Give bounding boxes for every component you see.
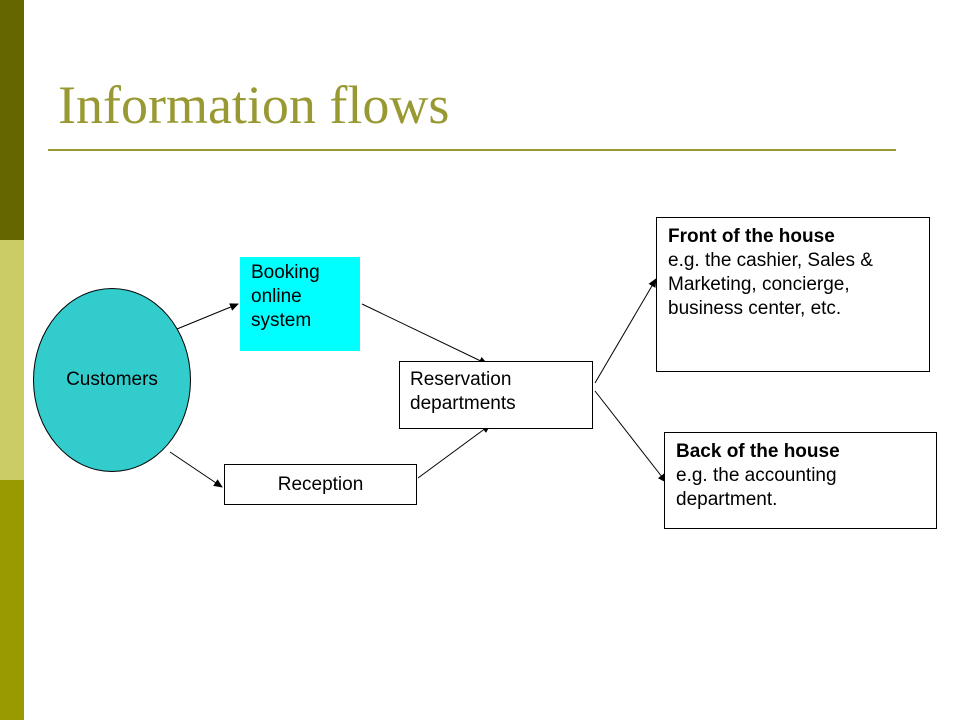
edge-booking-to-reservation bbox=[361, 303, 488, 365]
front-of-house-node: Front of the house e.g. the cashier, Sal… bbox=[656, 217, 930, 372]
edge-reception-to-reservation bbox=[417, 424, 491, 479]
customers-node: Customers bbox=[33, 288, 191, 472]
back-of-house-heading: Back of the house bbox=[676, 441, 840, 462]
sidebar-segment-bottom bbox=[0, 480, 24, 720]
back-of-house-description: e.g. the accounting department. bbox=[676, 465, 837, 510]
edge-reservation-to-back bbox=[594, 390, 667, 483]
booking-system-node: Booking online system bbox=[240, 257, 360, 351]
back-of-house-node: Back of the house e.g. the accounting de… bbox=[664, 432, 937, 529]
slide-title: Information flows bbox=[58, 75, 450, 135]
front-of-house-description: e.g. the cashier, Sales & Marketing, con… bbox=[668, 250, 873, 319]
customers-label: Customers bbox=[66, 369, 158, 390]
edge-reservation-to-front bbox=[594, 278, 657, 384]
reservation-departments-node: Reservation departments bbox=[399, 361, 593, 429]
reception-node: Reception bbox=[224, 464, 417, 505]
title-underline bbox=[48, 149, 896, 151]
front-of-house-heading: Front of the house bbox=[668, 226, 835, 247]
edge-customers-to-reception bbox=[169, 451, 223, 488]
slide-sidebar bbox=[0, 0, 24, 720]
sidebar-segment-top bbox=[0, 0, 24, 240]
edge-customers-to-booking bbox=[176, 303, 239, 330]
reservation-label: Reservation departments bbox=[410, 369, 516, 414]
booking-system-label: Booking online system bbox=[251, 262, 320, 331]
sidebar-segment-middle bbox=[0, 240, 24, 480]
reception-label: Reception bbox=[277, 473, 364, 495]
